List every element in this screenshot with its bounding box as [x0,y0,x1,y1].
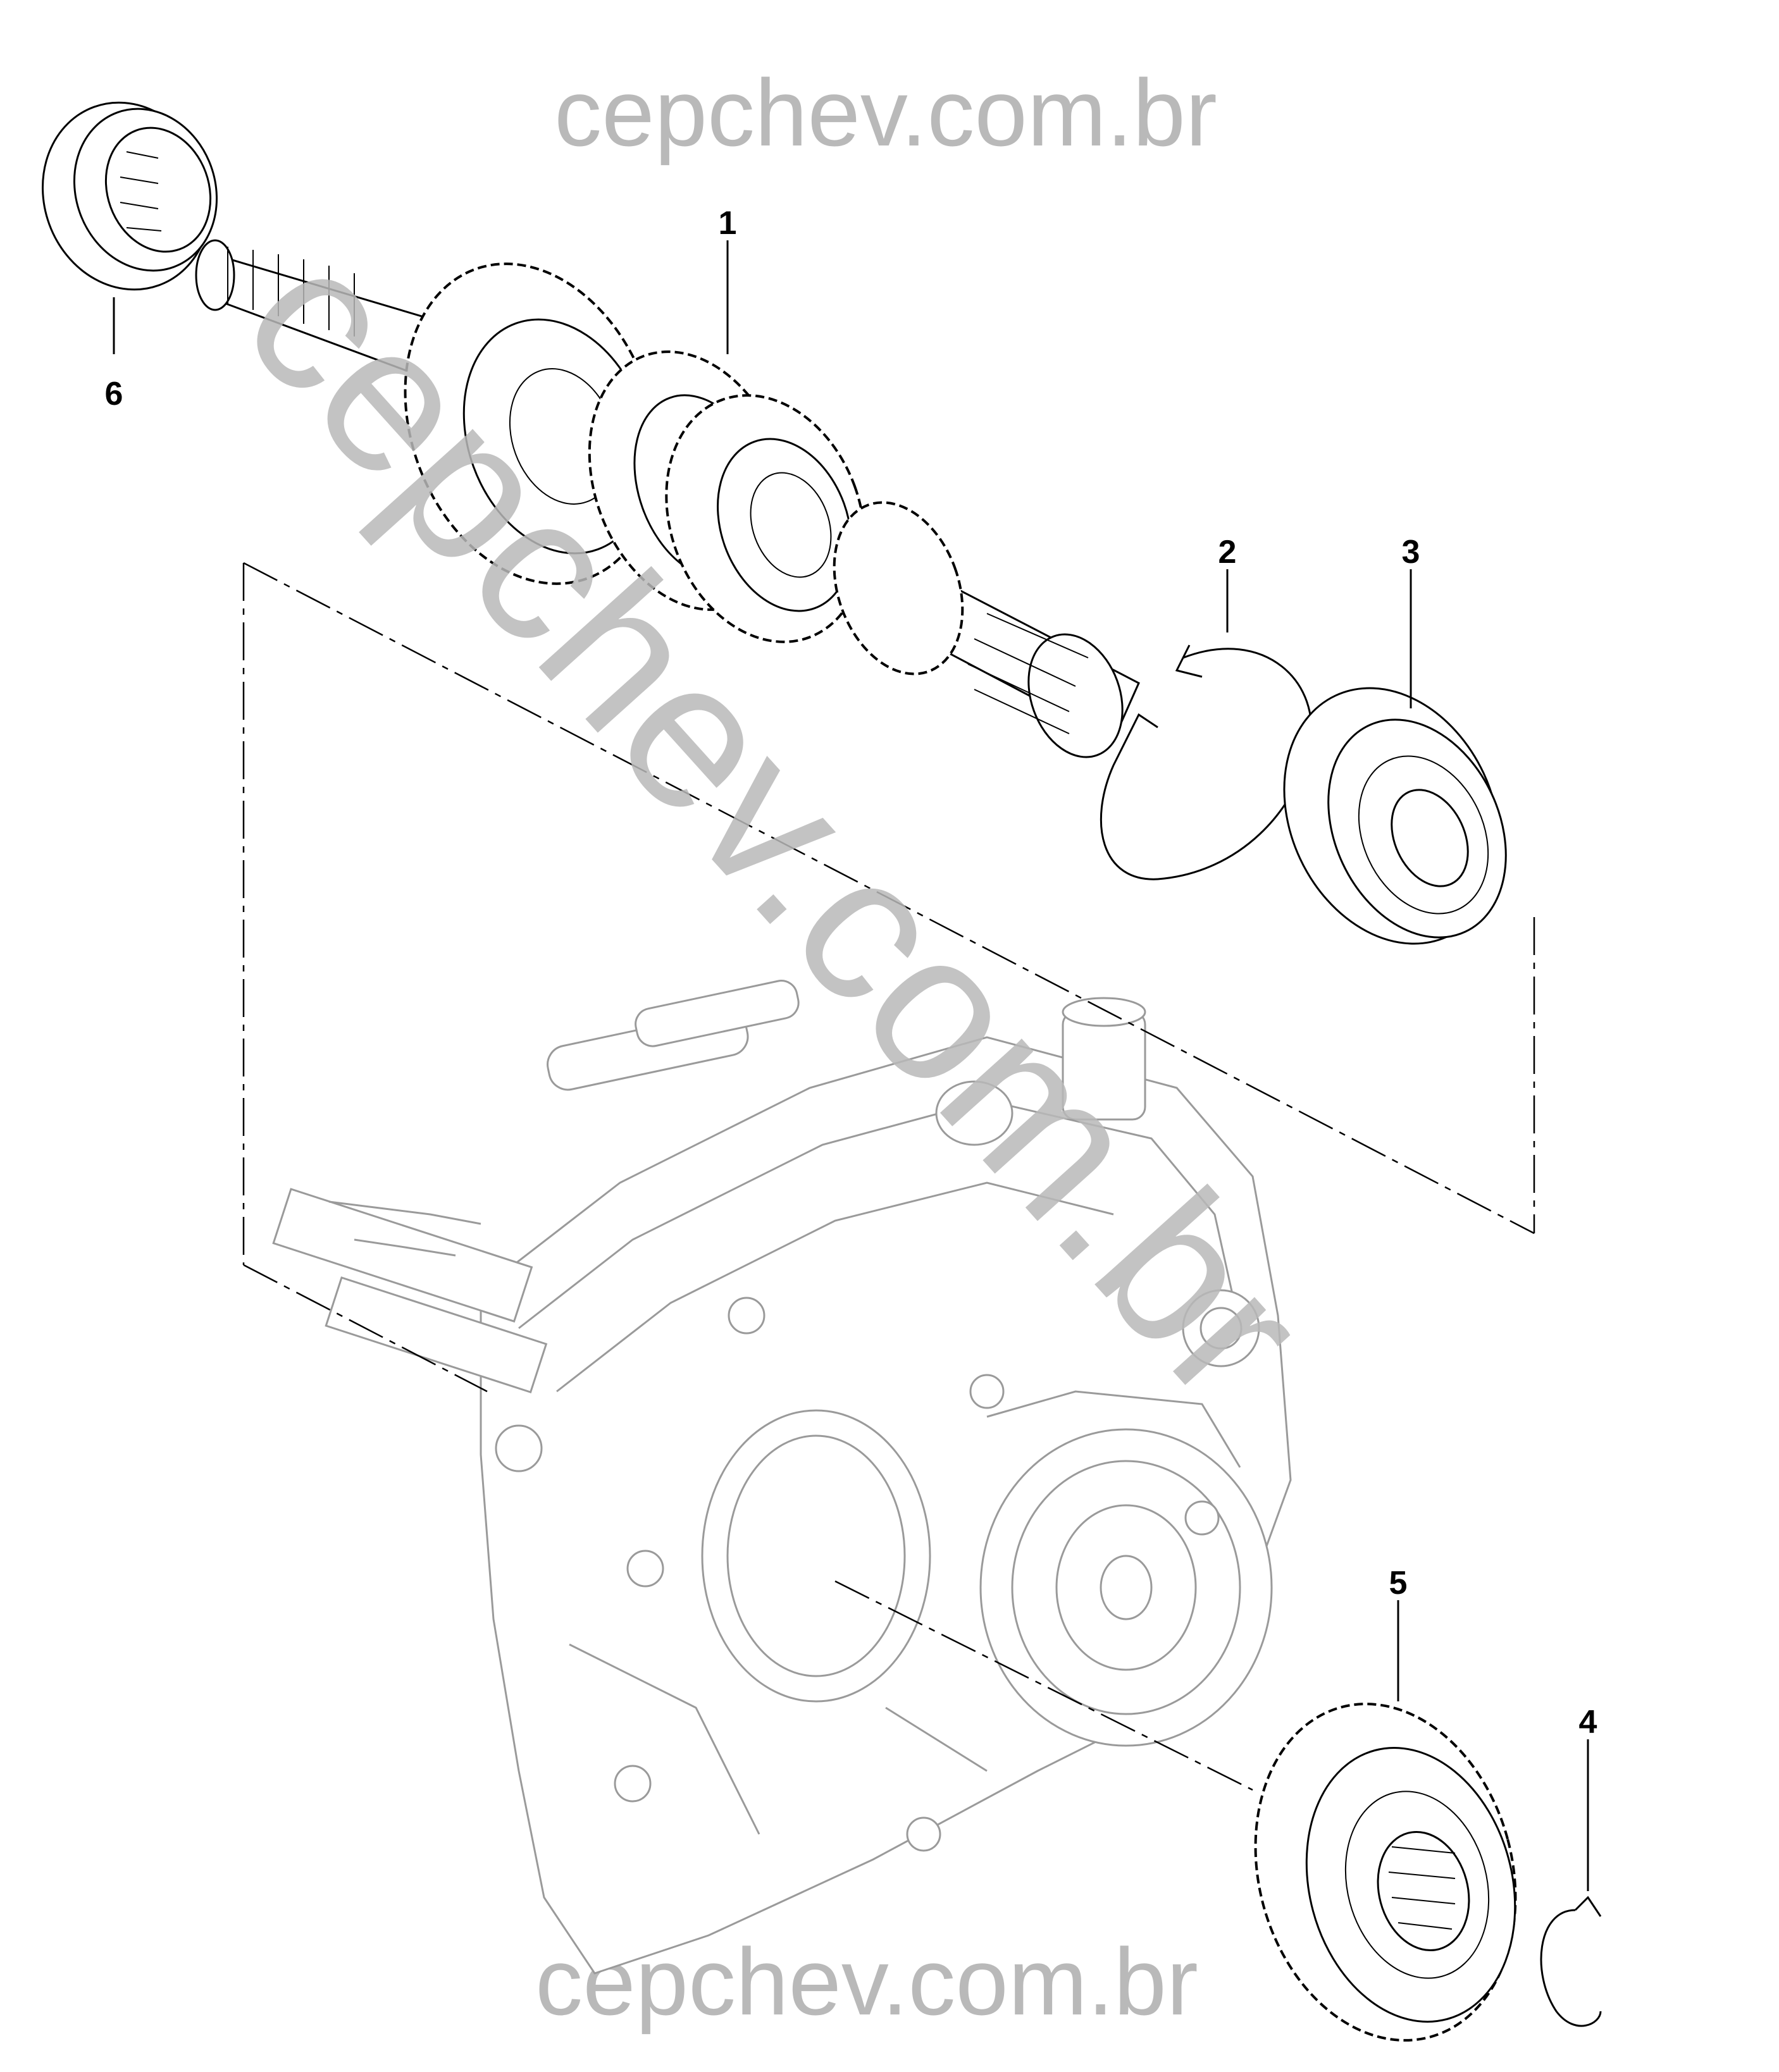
transmission-housing [272,980,1292,1975]
callout-2: 2 [1218,534,1237,570]
part-4-circlip [1540,1739,1602,2027]
callout-1: 1 [719,205,737,242]
callout-3: 3 [1402,534,1420,570]
callout-6: 6 [105,376,123,412]
callout-4: 4 [1579,1704,1597,1741]
part-5-helical-gear [1254,1600,1517,2042]
part-1-shaft-gear-assembly [195,239,1140,758]
part-3-ball-bearing [1283,569,1507,945]
part-6-roller-bearing [42,101,218,354]
part-2-snap-ring [1100,569,1313,880]
assembly-axis-lines [242,562,1535,1791]
callout-5: 5 [1389,1565,1408,1601]
watermark-top: cepchev.com.br [554,59,1217,166]
